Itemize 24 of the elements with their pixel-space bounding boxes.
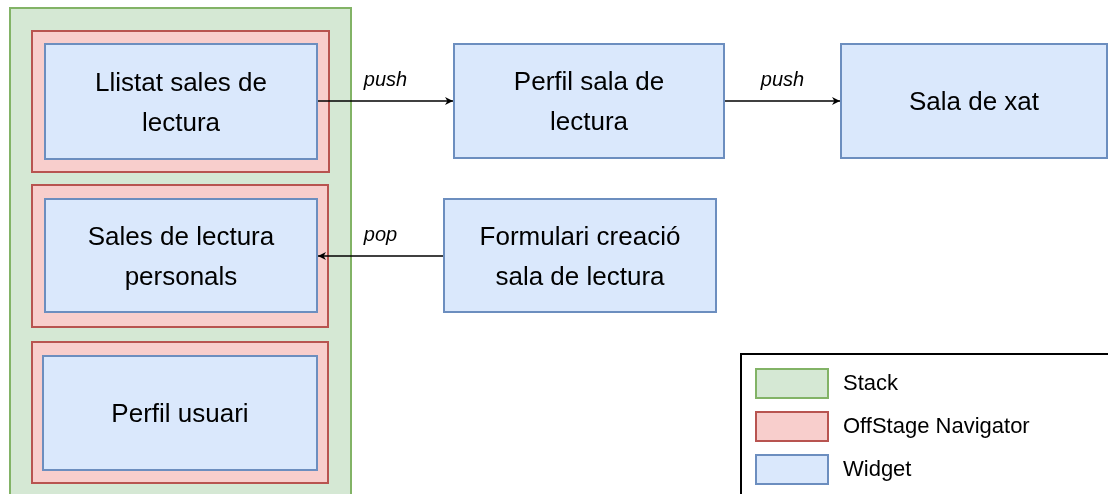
navigator-box bbox=[31, 341, 329, 484]
node-label: Perfil sala de lectura bbox=[512, 65, 666, 138]
stack-container bbox=[9, 7, 352, 494]
node-label: Llistat sales de lectura bbox=[94, 65, 268, 139]
edge-label: push bbox=[361, 68, 410, 90]
widget-box bbox=[44, 43, 318, 160]
widget-box bbox=[42, 355, 318, 471]
node-label: Formulari creació sala de lectura bbox=[478, 219, 682, 293]
navigator-box bbox=[31, 184, 329, 328]
node-label: Sala de xat bbox=[907, 85, 1041, 118]
arrow bbox=[317, 252, 444, 260]
legend-label: Stack bbox=[843, 369, 899, 397]
node-label: Sales de lectura personals bbox=[86, 219, 276, 293]
widget-box bbox=[443, 198, 717, 313]
widget-box bbox=[453, 43, 725, 159]
navigator-box bbox=[31, 30, 330, 173]
node-label: Perfil usuari bbox=[110, 397, 250, 430]
widget-box bbox=[44, 198, 318, 313]
edge-label: push bbox=[758, 68, 807, 90]
legend-label: Widget bbox=[843, 455, 912, 483]
legend-label: OffStage Navigator bbox=[843, 412, 1030, 440]
widget-box bbox=[840, 43, 1108, 159]
arrow bbox=[317, 97, 454, 105]
arrow bbox=[724, 97, 841, 105]
